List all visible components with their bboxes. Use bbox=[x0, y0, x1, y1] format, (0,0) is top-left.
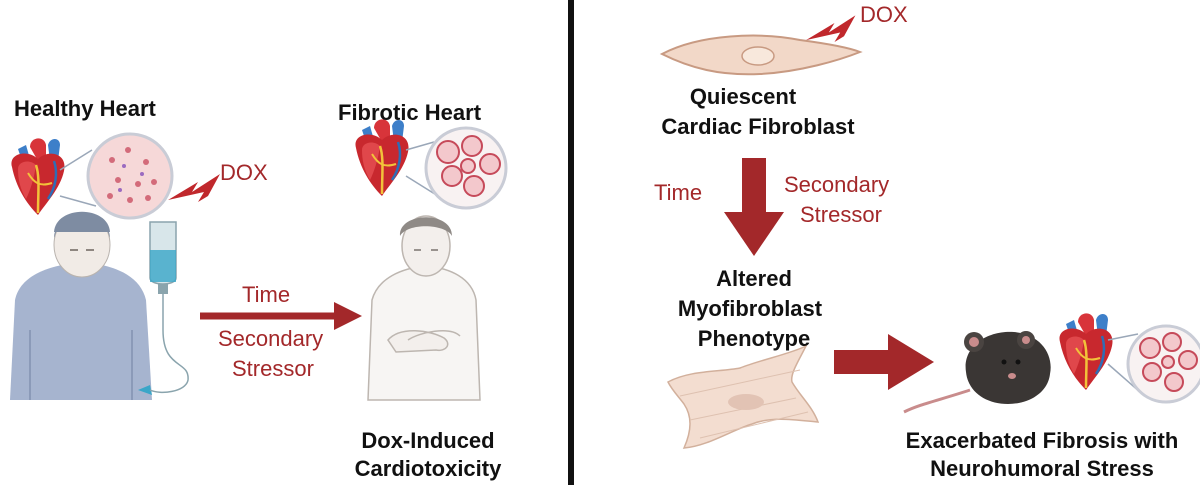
dox-label: DOX bbox=[860, 2, 908, 27]
cardiac-fibroblast-label: Cardiac Fibroblast bbox=[661, 114, 855, 139]
fibroblast-cell-icon bbox=[659, 34, 863, 76]
lightning-bolt-icon bbox=[168, 174, 220, 202]
secondary-label: Secondary bbox=[784, 172, 890, 197]
fibrotic-heart-icon bbox=[1058, 312, 1114, 392]
fibrotic-tissue-icon bbox=[424, 126, 508, 210]
stressor-label: Stressor bbox=[800, 202, 882, 227]
healthy-heart-icon bbox=[10, 137, 66, 217]
fibrotic-heart-icon bbox=[354, 118, 410, 198]
fibrotic-tissue-icon bbox=[1126, 324, 1200, 404]
time-progression-arrow bbox=[724, 158, 784, 256]
dox-induced-label: Dox-Induced bbox=[361, 428, 495, 453]
fibrotic-heart-label: Fibrotic Heart bbox=[338, 100, 482, 125]
iv-bag-icon bbox=[149, 221, 189, 393]
healthy-tissue-icon bbox=[86, 132, 174, 220]
healthy-heart-label: Healthy Heart bbox=[14, 96, 156, 121]
myofibroblast-cell-icon bbox=[667, 344, 820, 449]
time-label: Time bbox=[654, 180, 703, 205]
patient-chest-pain-icon bbox=[367, 215, 481, 401]
mouse-icon bbox=[903, 331, 1051, 414]
outcome-arrow bbox=[834, 334, 934, 390]
phenotype-label: Phenotype bbox=[697, 326, 811, 351]
patient-with-cap-icon bbox=[10, 211, 152, 400]
quiescent-label: Quiescent bbox=[689, 84, 797, 109]
lightning-bolt-icon bbox=[806, 15, 856, 42]
altered-label: Altered bbox=[716, 266, 792, 291]
stressor-label: Stressor bbox=[232, 356, 314, 381]
secondary-label: Secondary bbox=[218, 326, 324, 351]
neurohumoral-stress-label: Neurohumoral Stress bbox=[930, 456, 1154, 481]
cardiotoxicity-label: Cardiotoxicity bbox=[354, 456, 502, 481]
dox-label: DOX bbox=[220, 160, 268, 185]
time-progression-arrow bbox=[200, 302, 362, 330]
myofibroblast-label: Myofibroblast bbox=[677, 296, 823, 321]
time-label: Time bbox=[242, 282, 291, 307]
exacerbated-fibrosis-label: Exacerbated Fibrosis with bbox=[905, 428, 1179, 453]
panel-divider bbox=[568, 0, 574, 485]
